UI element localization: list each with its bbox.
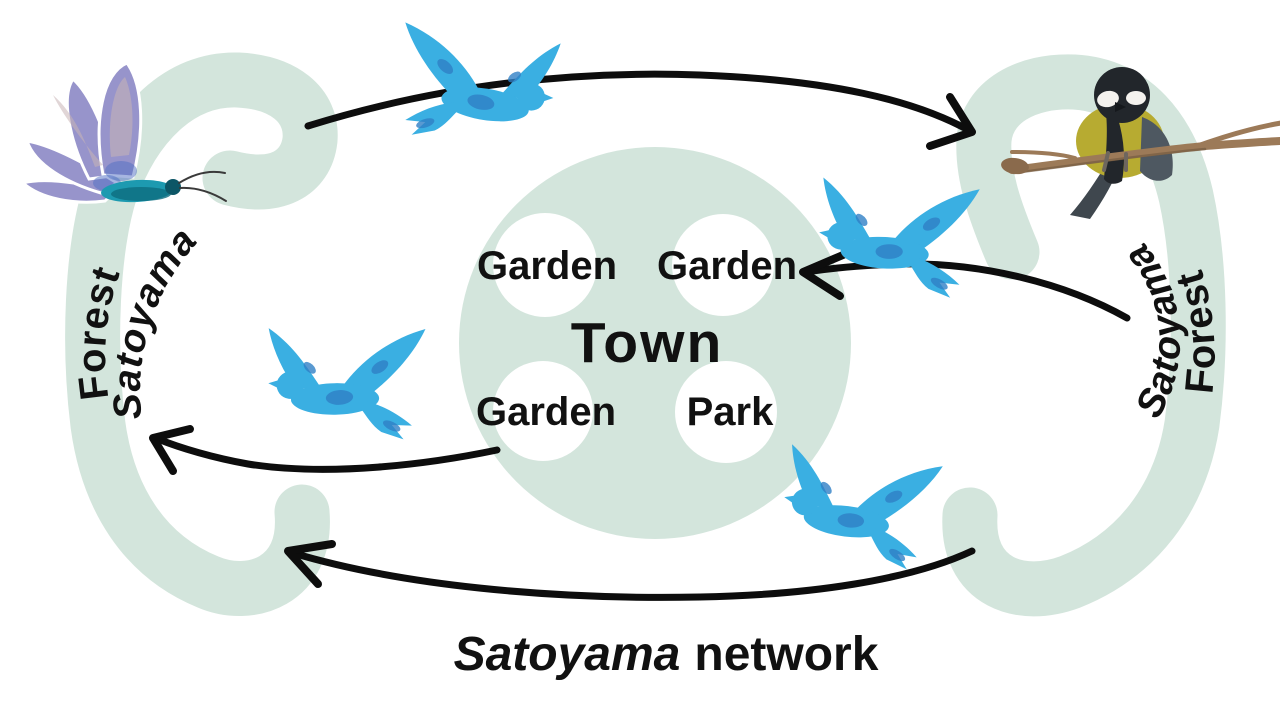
migration-arrow-garden-to-left — [149, 425, 501, 475]
migration-arrow-top — [304, 70, 976, 150]
garden-label-top-right: Garden — [657, 244, 797, 288]
caption-network: network — [694, 628, 878, 681]
butterfly-icon — [19, 61, 227, 204]
migration-arrow-right-to-garden — [799, 251, 1131, 322]
garden-circle-top-right — [672, 214, 774, 316]
park-label: Park — [687, 390, 774, 434]
town-group: Garden Garden Town Garden Park — [459, 147, 851, 539]
park-circle — [675, 361, 777, 463]
flying-bird-icon-bottom — [767, 424, 943, 572]
garden-label-bottom-left: Garden — [476, 390, 616, 434]
caption-satoyama: Satoyama — [454, 628, 681, 681]
branch-icon — [1001, 120, 1280, 175]
arrowhead-upleft-icon — [149, 425, 194, 475]
flying-bird-icon-left — [255, 307, 426, 441]
flying-bird-icon-top — [405, 22, 561, 135]
town-label: Town — [571, 311, 724, 375]
migration-arrow-bottom — [284, 540, 976, 601]
arrowhead-bottomleft-icon — [284, 540, 336, 588]
garden-circle-top-left — [493, 213, 597, 317]
garden-label-top-left: Garden — [477, 244, 617, 288]
butterfly-antenna-icon — [178, 170, 226, 184]
butterfly-antenna-icon — [179, 186, 227, 202]
arrowhead-right-icon — [926, 93, 976, 150]
bird-foot-icon — [1102, 151, 1110, 172]
garden-circle-bottom-left — [493, 361, 593, 461]
right-satoyama-band — [942, 54, 1226, 617]
arrowhead-left-icon — [799, 251, 847, 300]
great-tit-icon — [1001, 67, 1280, 219]
